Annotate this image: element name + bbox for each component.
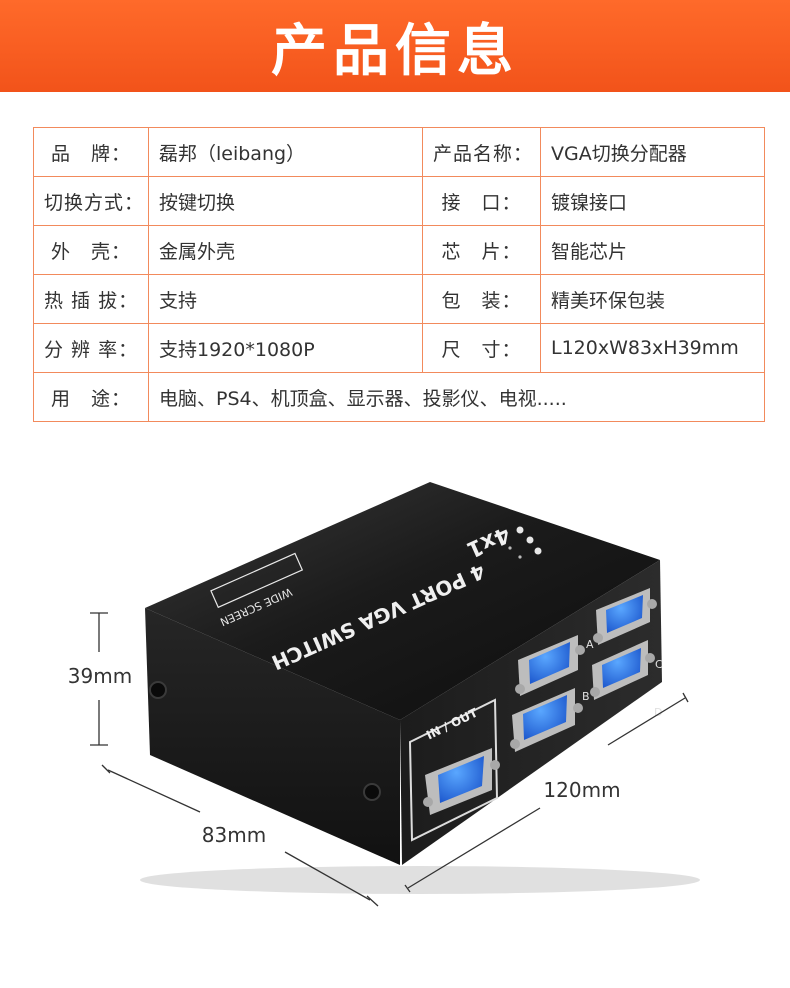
vga-port-c [590,640,655,700]
table-row: 品 牌： 磊邦（leibang） 产品名称： VGA切换分配器 [33,127,765,177]
port-letter: B [582,690,590,703]
table-row: 外 壳： 金属外壳 芯 片： 智能芯片 [33,225,765,275]
spec-label: 热 插 拔： [33,274,149,324]
led-indicators [508,526,542,559]
spec-label: 包 装： [422,274,541,324]
device-side [145,608,400,865]
spec-label: 品 牌： [33,127,149,177]
in-out-frame [408,698,499,842]
vga-port-a [515,635,585,696]
spec-value: 支持 [148,274,423,324]
badge-frame [210,552,304,609]
table-row: 切换方式： 按键切换 接 口： 镀镍接口 [33,176,765,226]
port-letter: C [655,658,663,671]
port-letter: A [586,638,594,651]
vga-port-d [593,588,657,645]
spec-table: 品 牌： 磊邦（leibang） 产品名称： VGA切换分配器 切换方式： 按键… [33,127,765,422]
vga-port-in [423,748,500,815]
spec-label: 外 壳： [33,225,149,275]
header-banner: 产品信息 [0,0,790,92]
dimension-lines [90,612,689,907]
port-letter: D [654,706,662,719]
spec-label: 产品名称： [422,127,541,177]
spec-value: 按键切换 [148,176,423,226]
screw-icon [363,783,381,801]
page-title: 产品信息 [271,18,519,84]
spec-value: 磊邦（leibang） [148,127,423,177]
spec-value: L120xW83xH39mm [540,323,765,373]
screw-icon [149,681,167,699]
spec-label: 用 途： [33,372,149,422]
spec-value: 智能芯片 [540,225,765,275]
width-dimension: 83mm [202,823,266,847]
spec-label: 芯 片： [422,225,541,275]
table-row: 热 插 拔： 支持 包 装： 精美环保包装 [33,274,765,324]
height-dimension: 39mm [68,664,132,688]
table-row: 用 途： 电脑、PS4、机顶盒、显示器、投影仪、电视..... [33,372,765,422]
spec-value: 精美环保包装 [540,274,765,324]
spec-label: 分 辨 率： [33,323,149,373]
length-dimension: 120mm [543,778,620,802]
product-illustration: WIDE SCREEN 4 PORT VGA SWITCH 4x1 IN / O… [68,482,700,907]
spec-label: 切换方式： [33,176,149,226]
spec-label: 接 口： [422,176,541,226]
table-row: 分 辨 率： 支持1920*1080P 尺 寸： L120xW83xH39mm [33,323,765,373]
spec-label: 尺 寸： [422,323,541,373]
spec-value: 支持1920*1080P [148,323,423,373]
spec-value: 电脑、PS4、机顶盒、显示器、投影仪、电视..... [148,372,765,422]
spec-value: 金属外壳 [148,225,423,275]
vga-port-b [510,688,583,752]
spec-value: VGA切换分配器 [540,127,765,177]
spec-value: 镀镍接口 [540,176,765,226]
